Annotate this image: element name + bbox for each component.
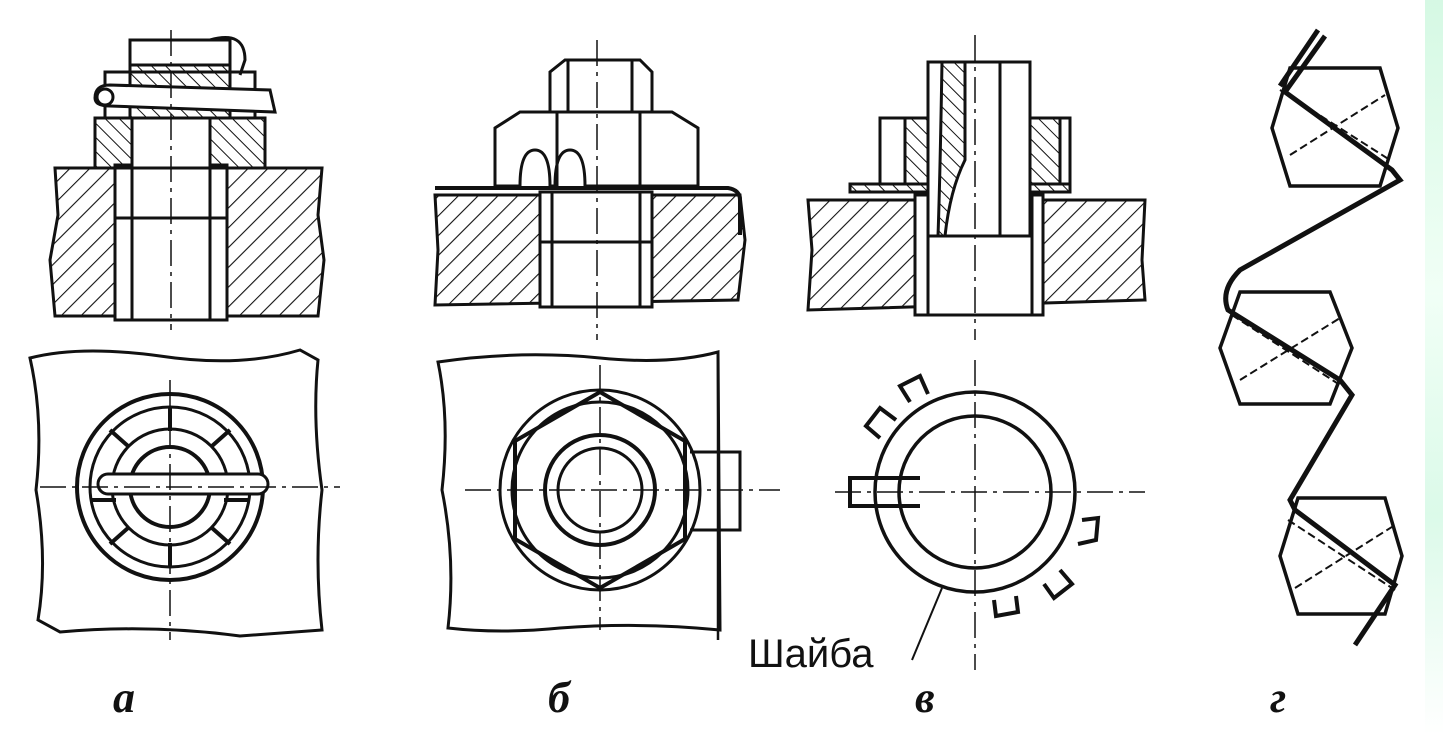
washer-callout-label: Шайба	[748, 632, 874, 676]
panel-b-plan-view	[436, 350, 780, 640]
panel-a-section-view	[48, 30, 326, 330]
panel-v-washer-plan	[835, 360, 1145, 670]
scan-edge-tint	[1425, 0, 1443, 735]
panel-a-plan-view	[28, 348, 340, 640]
panel-label-g: г	[1270, 673, 1287, 722]
panel-label-v: в	[915, 673, 935, 722]
panel-label-a: а	[113, 673, 135, 722]
panel-label-b: б	[548, 673, 570, 722]
panel-g-wire-lock	[1218, 28, 1404, 647]
panel-v-section-view	[806, 35, 1147, 340]
panel-b-section-view	[433, 40, 747, 340]
